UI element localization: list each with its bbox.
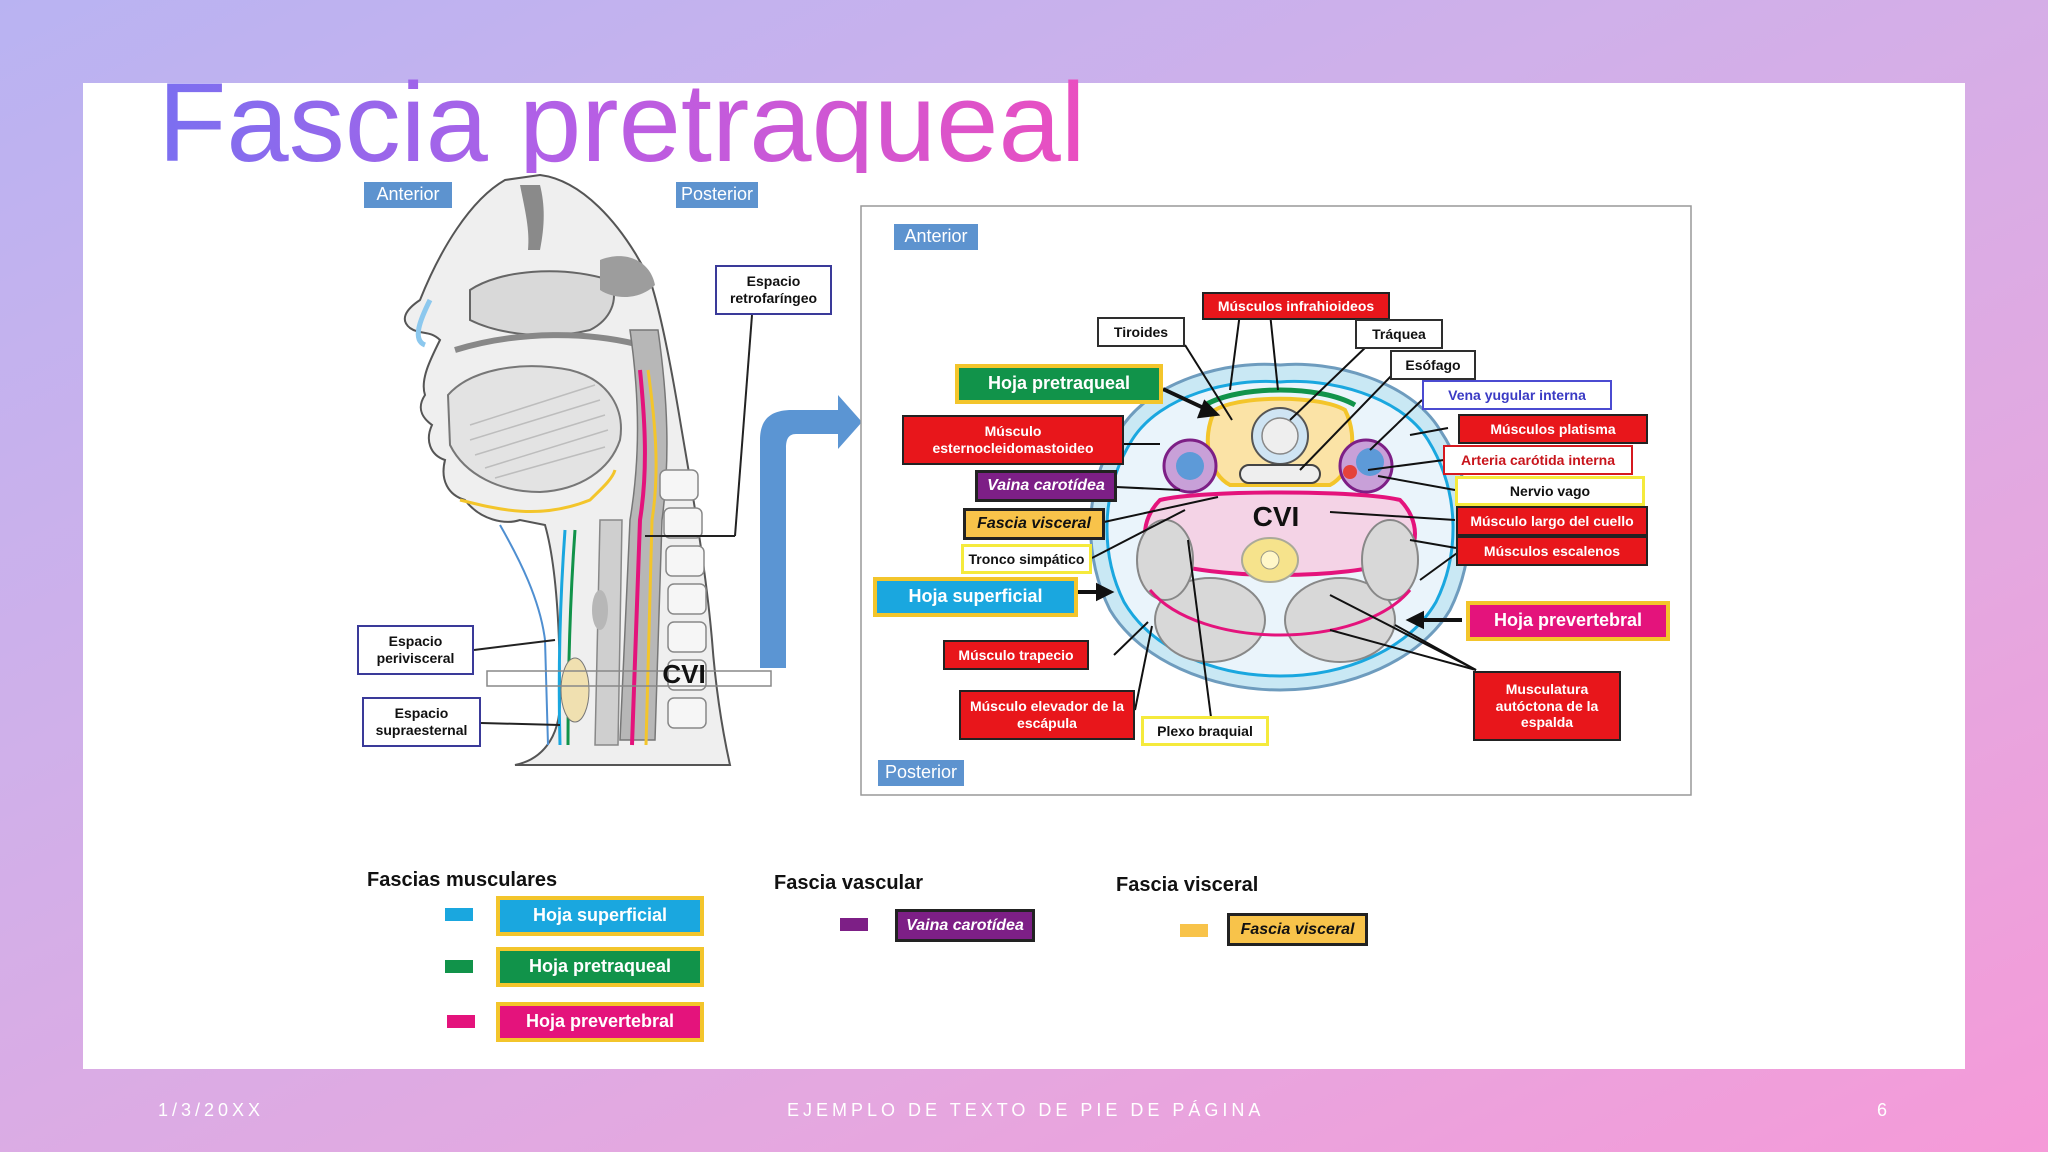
legend-hoja-superficial: Hoja superficial <box>496 896 704 936</box>
tiroides-label: Tiroides <box>1097 317 1185 347</box>
legend-vascular-swatch <box>840 918 868 931</box>
hoja-prevertebral-label: Hoja prevertebral <box>1466 601 1670 641</box>
arteria-carotida-interna-label: Arteria carótida interna <box>1443 445 1633 475</box>
musculo-largo-cuello-label: Músculo largo del cuello <box>1456 506 1648 536</box>
axial-anterior-label: Anterior <box>894 224 978 250</box>
sagittal-anterior-label: Anterior <box>364 182 452 208</box>
legend-fascia-vascular-heading: Fascia vascular <box>774 872 923 894</box>
legend-fascia-visceral: Fascia visceral <box>1227 913 1368 946</box>
musculo-ecm-label: Músculo esternocleidomastoideo <box>902 415 1124 465</box>
sagittal-posterior-label: Posterior <box>676 182 758 208</box>
fascia-visceral-label: Fascia visceral <box>963 508 1105 540</box>
vaina-carotidea-label: Vaina carotídea <box>975 470 1117 502</box>
musculo-trapecio-label: Músculo trapecio <box>943 640 1089 670</box>
legend-prevertebral-swatch <box>447 1015 475 1028</box>
axial-posterior-label: Posterior <box>878 760 964 786</box>
vena-yugular-interna-label: Vena yugular interna <box>1422 380 1612 410</box>
tronco-simpatico-label: Tronco simpático <box>961 544 1092 574</box>
traquea-label: Tráquea <box>1355 319 1443 349</box>
musculos-platisma-label: Músculos platisma <box>1458 414 1648 444</box>
espacio-perivisceral-label: Espacio perivisceral <box>357 625 474 675</box>
legend-visceral-swatch <box>1180 924 1208 937</box>
espacio-retrofaringeo-label: Espacio retrofaríngeo <box>715 265 832 315</box>
musculatura-autoctona-label: Musculatura autóctona de la espalda <box>1473 671 1621 741</box>
footer-date: 1/3/20XX <box>158 1100 265 1120</box>
slide-title: Fascia pretraqueal <box>158 60 1086 173</box>
musculos-infrahioideos-label: Músculos infrahioideos <box>1202 292 1390 320</box>
musculo-elevador-label: Músculo elevador de la escápula <box>959 690 1135 740</box>
plexo-braquial-label: Plexo braquial <box>1141 716 1269 746</box>
legend-fascias-musculares-heading: Fascias musculares <box>367 869 558 891</box>
esofago-label: Esófago <box>1390 350 1476 380</box>
nervio-vago-label: Nervio vago <box>1455 476 1645 506</box>
espacio-supraesternal-label: Espacio supraesternal <box>362 697 481 747</box>
legend-fascia-visceral-heading: Fascia visceral <box>1116 874 1259 896</box>
page-number: 6 <box>1877 1100 1892 1120</box>
footer-text: EJEMPLO DE TEXTO DE PIE DE PÁGINA <box>787 1100 1265 1120</box>
axial-cvi-label: CVI <box>1252 501 1300 533</box>
sagittal-cvi-label: CVI <box>662 659 706 690</box>
hoja-pretraqueal-label: Hoja pretraqueal <box>955 364 1163 404</box>
musculos-escalenos-label: Músculos escalenos <box>1456 536 1648 566</box>
sagittal-section-drawing <box>403 173 772 766</box>
legend-vaina-carotidea: Vaina carotídea <box>895 909 1035 942</box>
legend-hoja-pretraqueal: Hoja pretraqueal <box>496 947 704 987</box>
hoja-superficial-label: Hoja superficial <box>873 577 1078 617</box>
legend-pretraqueal-swatch <box>445 960 473 973</box>
legend-superficial-swatch <box>445 908 473 921</box>
legend-hoja-prevertebral: Hoja prevertebral <box>496 1002 704 1042</box>
